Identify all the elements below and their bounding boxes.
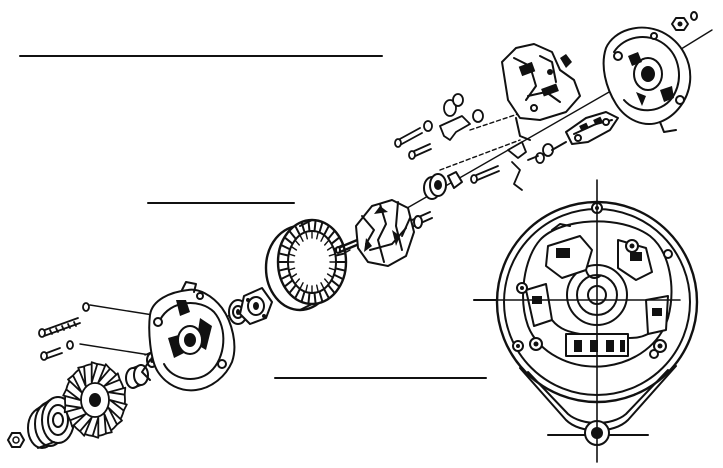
fan-blade bbox=[79, 416, 93, 437]
stator-slot bbox=[326, 273, 334, 279]
stator-tooth bbox=[330, 279, 341, 288]
stator-slot bbox=[288, 253, 296, 257]
stator-tooth bbox=[307, 291, 311, 305]
stator-slot bbox=[324, 278, 330, 285]
fan-blade bbox=[109, 399, 128, 412]
fan-blade bbox=[107, 386, 127, 396]
stator-tooth bbox=[334, 267, 347, 272]
fan-blade bbox=[90, 361, 99, 384]
stator-slot bbox=[324, 239, 330, 246]
stator-tooth bbox=[277, 252, 290, 257]
stator-slot bbox=[299, 282, 304, 290]
fan-blade bbox=[103, 413, 113, 435]
stator-tooth bbox=[300, 290, 306, 303]
pulley-nut bbox=[6, 432, 26, 448]
stator-slot bbox=[288, 267, 296, 271]
stator-slot bbox=[328, 267, 336, 271]
fan-blade bbox=[103, 372, 121, 387]
bolt-icon bbox=[38, 302, 90, 361]
stator-slot bbox=[299, 234, 304, 242]
bearing-icon bbox=[423, 171, 463, 200]
stator-tooth bbox=[323, 224, 330, 237]
fan-icon bbox=[62, 361, 128, 439]
rectifier-icon bbox=[551, 111, 619, 151]
stator-slot bbox=[294, 239, 300, 246]
fan-blade bbox=[77, 365, 87, 387]
brush-holder-icon bbox=[501, 43, 581, 141]
stator-tooth bbox=[313, 291, 317, 305]
rotor-icon bbox=[335, 199, 433, 267]
stator-slot bbox=[294, 278, 300, 285]
cooling-fan bbox=[62, 361, 128, 439]
stator-slot bbox=[305, 231, 308, 240]
stator-tooth bbox=[334, 252, 347, 257]
retainer-icon bbox=[239, 287, 273, 325]
fan-blade bbox=[62, 388, 81, 401]
stator-tooth bbox=[313, 219, 317, 233]
pulley bbox=[27, 396, 75, 449]
stator-slot bbox=[320, 234, 325, 242]
stator bbox=[264, 218, 348, 312]
stator-tooth bbox=[288, 229, 297, 240]
stator-tooth bbox=[294, 224, 301, 237]
small-hardware bbox=[394, 93, 554, 191]
stator-tooth bbox=[327, 284, 336, 295]
stator-tooth bbox=[294, 287, 301, 300]
fan-blade bbox=[63, 404, 83, 414]
stator-tooth bbox=[318, 290, 324, 303]
stator-slot bbox=[316, 284, 319, 293]
fan-blade bbox=[69, 413, 87, 428]
stator-tooth bbox=[279, 243, 292, 251]
stator-slot bbox=[320, 282, 325, 290]
stator-slot bbox=[326, 245, 334, 251]
rear-nut bbox=[671, 11, 698, 31]
rotor bbox=[335, 199, 433, 267]
pulley-icon bbox=[27, 396, 75, 449]
stator-tooth bbox=[332, 273, 345, 281]
stator-slot bbox=[290, 273, 298, 279]
housing-icon bbox=[141, 281, 236, 392]
fan-blade bbox=[67, 374, 83, 394]
stator-tooth bbox=[330, 236, 341, 245]
rear-housing-detail-view bbox=[473, 179, 699, 463]
through-bolts bbox=[38, 302, 90, 361]
stator-tooth bbox=[327, 229, 336, 240]
stator-tooth bbox=[318, 221, 324, 234]
stator-tooth bbox=[277, 267, 290, 272]
bearing-retainer bbox=[239, 287, 273, 325]
stator-tooth bbox=[279, 273, 292, 281]
stator-slot bbox=[290, 245, 298, 251]
stator-slot bbox=[328, 253, 336, 257]
stator-slot bbox=[316, 231, 319, 240]
stator-tooth bbox=[300, 221, 306, 234]
front-housing bbox=[141, 281, 236, 392]
rear-bearing bbox=[423, 171, 463, 200]
stator-icon bbox=[264, 218, 348, 312]
fan-blade bbox=[91, 416, 100, 439]
stator-tooth bbox=[283, 236, 294, 245]
detail-centerlines bbox=[473, 179, 681, 463]
regulator-brush-holder bbox=[501, 43, 581, 141]
rectifier bbox=[551, 111, 619, 151]
fan-blade bbox=[107, 406, 123, 426]
stator-slot bbox=[305, 284, 308, 293]
stator-tooth bbox=[288, 284, 297, 295]
fan-blade bbox=[97, 363, 111, 384]
stator-tooth bbox=[323, 287, 330, 300]
housing-icon bbox=[602, 26, 692, 133]
rear-housing bbox=[602, 26, 692, 133]
stator-tooth bbox=[283, 279, 294, 288]
